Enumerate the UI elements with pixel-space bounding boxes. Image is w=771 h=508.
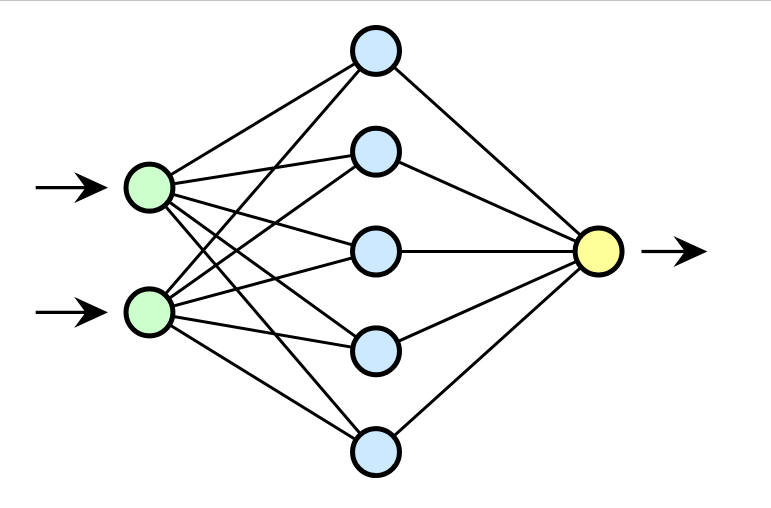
input-node-input-2 — [123, 286, 176, 339]
edge-hidden-1-output-1 — [375, 49, 600, 253]
input-arrow-2-arrowhead-icon — [74, 296, 109, 328]
hidden-node-hidden-1 — [350, 24, 402, 77]
edge-input-1-hidden-4 — [148, 186, 377, 353]
edge-hidden-5-output-1 — [375, 250, 600, 454]
edge-input-1-hidden-2 — [149, 150, 377, 190]
arrow-layer — [35, 172, 708, 328]
edge-layer — [148, 49, 600, 454]
output-arrow-arrowhead-icon — [673, 236, 708, 267]
hidden-node-hidden-3 — [350, 225, 402, 278]
input-node-input-1 — [123, 161, 176, 214]
edge-input-1-hidden-1 — [148, 49, 377, 189]
input-arrow-1-arrowhead-icon — [74, 172, 109, 204]
edge-input-2-hidden-3 — [149, 250, 377, 314]
edge-hidden-4-output-1 — [375, 250, 600, 353]
hidden-node-hidden-5 — [350, 426, 402, 479]
hidden-node-hidden-2 — [350, 125, 402, 178]
edge-input-1-hidden-5 — [148, 186, 378, 454]
edge-input-2-hidden-4 — [149, 310, 377, 353]
hidden-node-hidden-4 — [350, 325, 402, 378]
edge-input-2-hidden-1 — [148, 49, 378, 314]
edge-hidden-2-output-1 — [375, 150, 600, 253]
node-layer — [123, 24, 625, 479]
edge-input-2-hidden-5 — [148, 311, 377, 454]
edge-input-2-hidden-2 — [148, 150, 377, 314]
output-node-output-1 — [572, 225, 625, 278]
edge-input-1-hidden-3 — [149, 186, 377, 253]
